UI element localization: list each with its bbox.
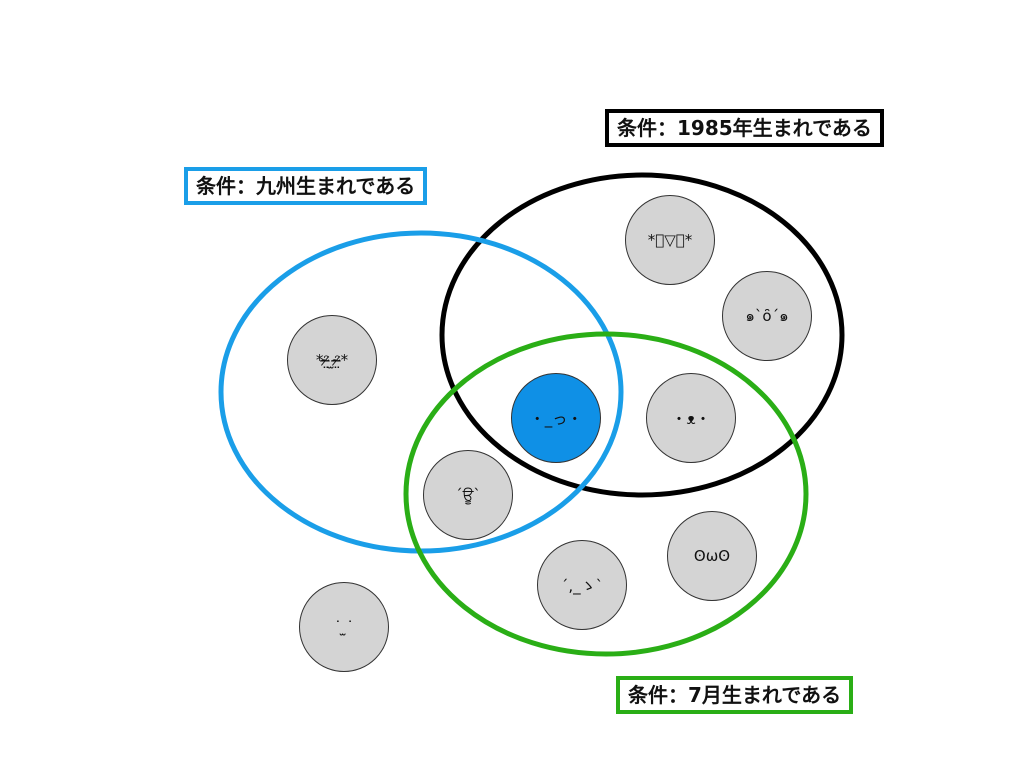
label-1985: 条件：1985年生まれである (605, 109, 884, 147)
face-circle-kyushu: *ᵔ̴̶̷̤ ̫ᵔ̴̶̷̤* (287, 315, 377, 405)
face-circle-july-b: ´,_ゝ` (537, 540, 627, 630)
label-july: 条件：7月生まれである (616, 676, 854, 714)
face-circle-kyushu-july: ´ਊ` (423, 450, 513, 540)
set-ellipse-1985 (439, 172, 845, 498)
face-circle-all-three: ・_っ・ (511, 373, 601, 463)
face-circle-1985-b: ๑`ȏ´๑ (722, 271, 812, 361)
face-circle-1985-july: ・ᴥ・ (646, 373, 736, 463)
face-circle-none: ˙ ̫˙ (299, 582, 389, 672)
label-kyushu: 条件：九州生まれである (184, 167, 428, 205)
set-ellipse-july (403, 331, 809, 657)
face-circle-1985-a: *ﾟ▽ﾟ* (625, 195, 715, 285)
face-circle-july-a: ʘωʘ (667, 511, 757, 601)
